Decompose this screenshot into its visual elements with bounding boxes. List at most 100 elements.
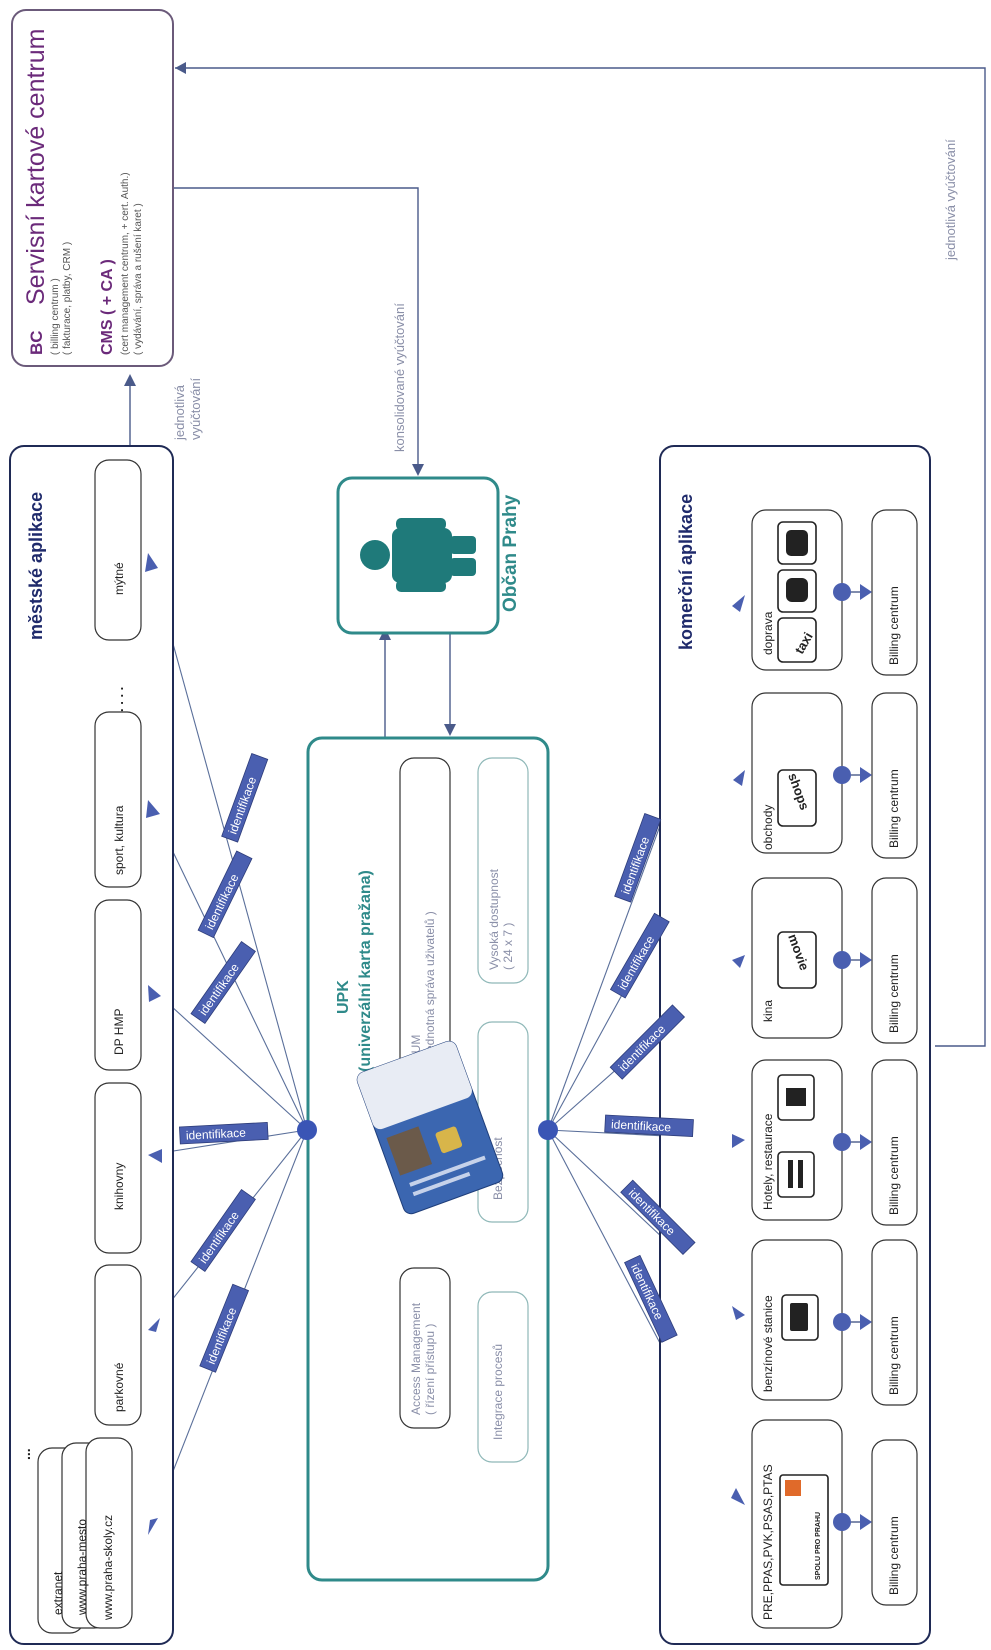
web-item-label: www.praha-mesto [75,1519,89,1616]
svg-text:identifikace: identifikace [196,960,242,1017]
city-item-label: sport, kultura [112,805,126,875]
billing-label: Billing centrum [887,1316,901,1395]
smart-card-image [356,1040,504,1215]
commercial-item-label: benzínové stanice [761,1295,775,1392]
billing-connector [833,951,872,969]
billing-box-4[interactable] [871,1059,918,1226]
availability-label: Vysoká dostupnost [487,868,501,970]
commercial-item-label: obchody [761,805,775,850]
spolu-pro-prahu-icon [779,1474,829,1586]
fork-knife-icon [777,1151,815,1198]
city-item-mytne[interactable] [94,459,142,641]
billing-connector [833,766,872,784]
billing-boxes: Billing centrum Billing centrum Billing … [871,509,918,1606]
billing-box-3[interactable] [871,877,918,1044]
card-chip [435,1126,463,1154]
bc-heading: BC [27,330,46,355]
bc-line2: ( fakturace, platby, CRM ) [62,242,73,355]
billing-connector [833,1513,872,1531]
commercial-item-label: dopravа [761,611,775,655]
consolidated-line [173,187,419,470]
billing-box-5[interactable] [871,1239,918,1406]
svg-text:identifikace: identifikace [196,1208,242,1265]
service-card-center: BC Servisní kartové centrum ( billing ce… [11,9,174,367]
city-item-parkovne[interactable] [94,1264,142,1426]
card-photo [386,1126,433,1176]
right-hub-node [538,1120,558,1140]
billing-label: Billing centrum [887,586,901,665]
commercial-apps-title: komerční aplikace [676,494,696,650]
upk-panel: UPK (univerzální karta pražana) UUM ( je… [306,736,550,1582]
label-jednotliva-right: jednotlivá vyúčtování [943,139,958,261]
city-item-label: parkovné [112,1362,126,1412]
svg-text:identifikace: identifikace [186,1126,247,1143]
spolu-icon-text: SPOLU PRO PRAHU [815,1512,822,1580]
identifikace-tag: identifikace [199,1283,250,1373]
svg-text:jednotlivá vyúčtování: jednotlivá vyúčtování [943,139,958,261]
left-hub-node [297,1120,317,1140]
service-center-title: Servisní kartové centrum [22,29,50,306]
arrowhead [444,724,456,736]
upk-subtitle: (univerzální karta pražana) [357,870,374,1072]
svg-text:identifikace: identifikace [611,1117,672,1134]
commercial-item-label: PRE,PPAS,PVK,PSAS,PTAS [761,1464,775,1620]
access-label: Access Management [409,1302,423,1415]
left-arrowheads [145,553,162,1535]
commercial-apps-panel: komerční aplikace dopravа taxi obchody s… [659,445,931,1645]
arrowhead [412,464,424,476]
arrowhead [175,62,186,74]
billing-label: Billing centrum [887,954,901,1033]
label-konsolidovane: konsolidované vyúčtování [392,303,407,452]
bc-line1: ( billing centrum ) [50,278,61,355]
integration-label: Integrace procesů [491,1344,505,1440]
web-item-label: www.praha-skoly.cz [101,1515,115,1621]
availability-sub: ( 24 x 7 ) [501,923,515,970]
city-item-label: mýtné [112,562,126,595]
city-item-dphmp[interactable] [94,899,142,1071]
identifikace-tag: identifikace [190,941,256,1024]
city-item-label: DP HMP [112,1009,126,1055]
web-card-praha-skoly[interactable] [85,1437,133,1629]
billing-return-line [175,67,986,1047]
access-sub: ( řízení přístupu ) [423,1324,437,1415]
identifikace-tag: identifikace [190,1189,256,1272]
identifikace-tag: identifikace [604,1114,694,1138]
cms-line2: ( vydávání, správa a rušení karet ) [133,203,144,355]
cms-heading: CMS ( + CA ) [99,259,116,355]
citizen-title: Občan Prahy [500,494,521,612]
taxi-icon [777,617,817,663]
commercial-apps-box [659,445,931,1645]
billing-label: Billing centrum [887,769,901,848]
identifikace-tag: identifikace [197,850,253,939]
billing-box-1[interactable] [871,509,918,676]
web-item-label: extranet [51,1571,65,1615]
web-cards-stack: extranet www.praha-mesto www.praha-skoly… [17,1437,133,1634]
billing-box-2[interactable] [871,692,918,859]
person-icon [360,518,476,592]
uum-sub: ( jednotná správa uživatelů ) [423,911,437,1062]
arrowhead [124,374,136,386]
label-jednotliva-left: jednotlivá vyúčtování [172,377,203,441]
upk-integration-box[interactable] [477,1291,529,1463]
spoke-dphmp [147,984,308,1131]
billing-box-6[interactable] [871,1439,918,1606]
upk-availability-box[interactable] [477,757,529,984]
city-item-knihovny[interactable] [94,1082,142,1254]
spoke-knihovny [147,1129,308,1156]
identifikace-tag: identifikace [221,753,269,843]
shops-icon [777,769,817,827]
svg-text:konsolidované vyúčtování: konsolidované vyúčtování [392,303,407,452]
city-item-sport[interactable] [94,711,142,888]
identifikace-tag: identifikace [614,813,662,903]
service-center-box [11,9,174,367]
commercial-item-label: kina [761,1000,775,1022]
identifikace-tag: identifikace [179,1121,269,1145]
billing-connector [833,1313,872,1331]
svg-text:identifikace: identifikace [615,933,657,992]
citizen-block: Občan Prahy [336,476,521,635]
commercial-item-label: Hotely, restaurace [761,1113,775,1210]
upk-access-box[interactable] [399,1267,451,1429]
city-item-ellipsis: . . . . [111,687,126,712]
billing-connector [833,1133,872,1151]
